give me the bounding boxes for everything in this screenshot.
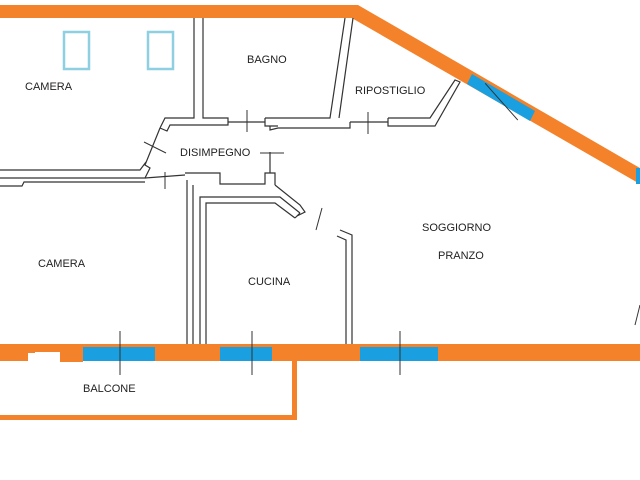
skylight	[146, 30, 175, 71]
room-label-cucina: CUCINA	[248, 276, 291, 288]
window	[467, 74, 535, 121]
skylights	[62, 30, 175, 71]
window	[68, 347, 155, 361]
room-label-bagno: BAGNO	[247, 54, 287, 66]
interior-walls	[0, 17, 461, 344]
bottom-wall	[0, 344, 640, 361]
window	[636, 168, 640, 184]
top-wall	[0, 5, 356, 18]
room-label-camera-top: CAMERA	[25, 81, 73, 93]
room-label-soggiorno: SOGGIORNO	[422, 222, 492, 234]
room-label-disimpegno: DISIMPEGNO	[180, 147, 251, 159]
room-label-balcone: BALCONE	[83, 383, 136, 395]
window	[220, 347, 272, 361]
window	[360, 347, 438, 361]
windows	[68, 74, 640, 361]
balcony-wall-bottom	[0, 415, 297, 420]
room-label-ripostiglio: RIPOSTIGLIO	[355, 85, 426, 97]
room-label-camera-bottom: CAMERA	[38, 258, 86, 270]
balcony-wall-right	[292, 361, 297, 420]
skylight	[62, 30, 91, 71]
room-label-pranzo: PRANZO	[438, 250, 484, 262]
door-swing-marks	[119, 82, 640, 375]
